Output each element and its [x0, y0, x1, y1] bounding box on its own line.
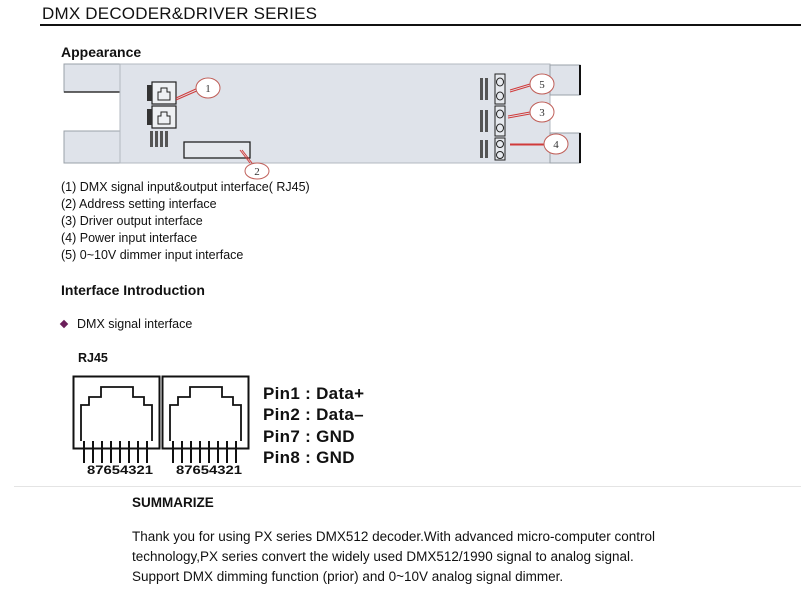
device-right-tab-top — [549, 64, 581, 96]
device-left-tab-top — [63, 63, 121, 93]
callout-1: 1 — [205, 83, 211, 95]
device-left-tab-bottom — [63, 130, 121, 164]
rj45-connector-diagram: 87654321 87654321 — [72, 375, 250, 475]
appearance-item-5: (5) 0~10V dimmer input interface — [61, 248, 244, 262]
summary-line-2: technology,PX series convert the widely … — [132, 549, 634, 564]
appearance-item-2: (2) Address setting interface — [61, 197, 217, 211]
rj45-connector-left — [72, 375, 161, 463]
rj45-label: RJ45 — [78, 351, 108, 365]
pin-numbers-right: 87654321 — [176, 463, 242, 475]
interface-intro-heading: Interface Introduction — [61, 282, 205, 298]
pin-1-definition: Pin1 : Data+ — [263, 384, 365, 403]
section-divider — [14, 486, 801, 487]
pin-numbers-left: 87654321 — [87, 463, 153, 475]
callout-5: 5 — [539, 79, 545, 91]
appearance-heading: Appearance — [61, 44, 142, 60]
callout-3: 3 — [539, 107, 545, 119]
callout-2: 2 — [254, 166, 260, 178]
device-appearance-diagram: 1 2 3 4 5 — [63, 63, 581, 180]
summary-line-3: Support DMX dimming function (prior) and… — [132, 569, 564, 584]
callout-lines — [175, 83, 546, 164]
appearance-item-3: (3) Driver output interface — [61, 214, 203, 228]
page-title: DMX DECODER&DRIVER SERIES — [42, 4, 318, 23]
title-divider — [40, 24, 801, 26]
summary-line-1: Thank you for using PX series DMX512 dec… — [132, 529, 655, 544]
terminal-blocks — [480, 73, 506, 161]
appearance-list: (1) DMX signal input&output interface( R… — [61, 179, 310, 264]
appearance-item-1: (1) DMX signal input&output interface( R… — [61, 180, 310, 194]
address-setting-window — [183, 141, 251, 159]
dmx-signal-interface-item: DMX signal interface — [77, 317, 193, 331]
summary-heading: SUMMARIZE — [132, 495, 214, 510]
rj45-connector-right — [161, 375, 250, 463]
callout-4: 4 — [553, 139, 559, 151]
callout-circles — [195, 73, 569, 180]
pin-7-definition: Pin7 : GND — [263, 427, 355, 446]
pin-2-definition: Pin2 : Data– — [263, 405, 364, 424]
rj45-socket-icons — [147, 81, 177, 147]
pin-8-definition: Pin8 : GND — [263, 448, 355, 467]
appearance-item-4: (4) Power input interface — [61, 231, 198, 245]
bullet-diamond-icon — [59, 319, 69, 329]
